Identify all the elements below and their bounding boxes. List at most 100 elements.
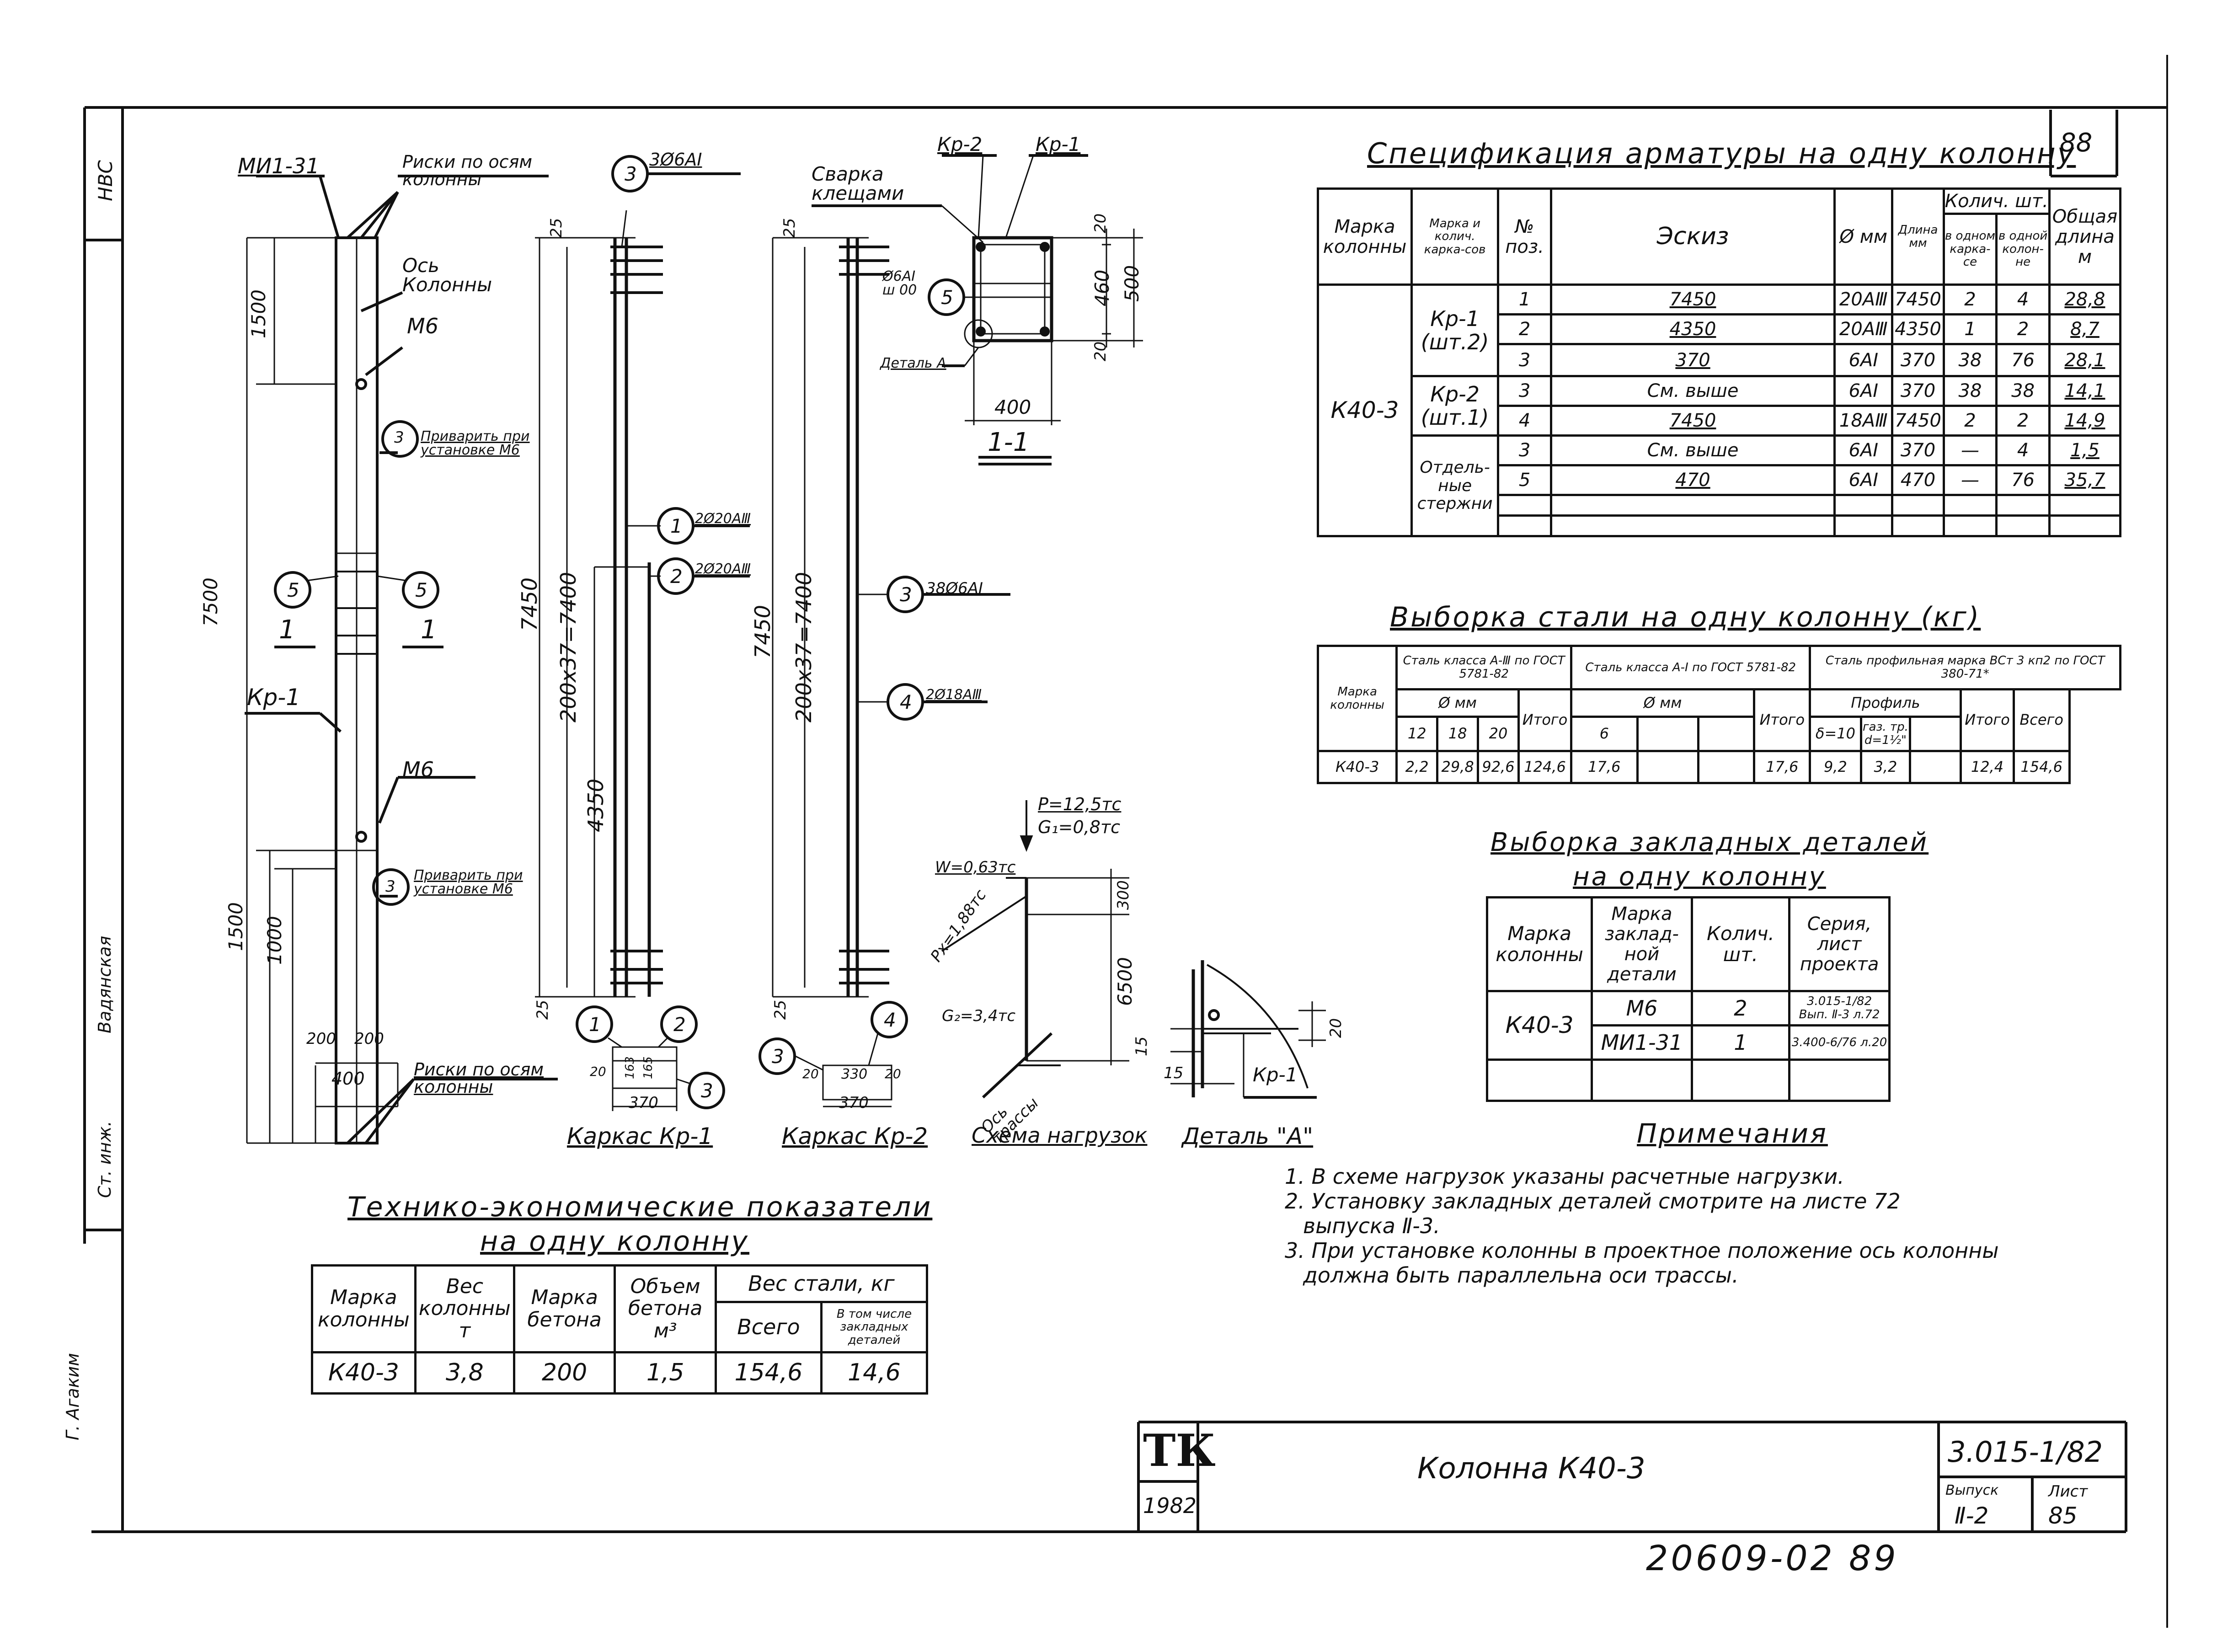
spec-row2-phi: 20АⅢ	[1833, 313, 1894, 345]
dim-400-sec: 400	[994, 396, 1031, 418]
title-karkas-kr1: Каркас Кр-1	[567, 1123, 713, 1149]
label-kp2-sec: Кр-2	[937, 133, 983, 155]
embed-h-marka: Марка колонны	[1485, 896, 1593, 992]
spec-h-pos: № поз.	[1497, 187, 1552, 286]
callout-3-a: 3	[394, 428, 404, 447]
dim-25-bottom-kr2: 25	[771, 1000, 790, 1020]
label-kp1-col: Кр-1	[247, 684, 301, 711]
spec-row6-c: 4	[1995, 434, 2051, 466]
spec-row6-pos: 3	[1497, 434, 1552, 466]
label-os-kolonny: Ось Колонны	[402, 254, 492, 296]
spec-row4-k: 38	[1942, 375, 1998, 407]
spec-row6-len: 370	[1891, 434, 1945, 466]
spec-col-mark: К40-3	[1316, 283, 1413, 537]
dim-20-kr2-b: 20	[885, 1066, 901, 1081]
label-svarka: Сварка клещами	[812, 163, 904, 204]
tep-h-beton: Марка бетона	[513, 1264, 616, 1353]
spec-row5-eskiz: 7450	[1549, 405, 1836, 437]
label-m6-top: М6	[407, 314, 438, 338]
spec-row7-k: —	[1942, 464, 1998, 496]
spec-h-qty-col: в одной колон-не	[1995, 213, 2051, 286]
dim-200x37-kr2: 200х37=7400	[791, 572, 816, 722]
tep-h-marka: Марка колонны	[311, 1264, 417, 1353]
steel-h-18: 18	[1436, 716, 1480, 752]
spec-row4-total: 14,1	[2048, 375, 2122, 407]
steel-h-a3: Сталь класса А-Ⅲ по ГОСТ 5781-82	[1395, 645, 1573, 690]
embed-row1-series: 3.015-1/82 Вып. Ⅱ-3 л.72	[1788, 990, 1891, 1026]
dim-163: 163	[623, 1056, 637, 1079]
steel-h-profil: Профиль	[1809, 688, 1962, 718]
spec-h-eskiz: Эскиз	[1549, 187, 1836, 286]
spec-h-marka: Марка колонны	[1316, 187, 1413, 286]
spec-row3-c: 76	[1995, 343, 2051, 377]
spec-row1-phi: 20АⅢ	[1833, 283, 1894, 315]
steel-h-20: 20	[1477, 716, 1520, 752]
callout-1: 1	[670, 515, 683, 537]
embed-h-series: Серия, лист проекта	[1788, 896, 1891, 992]
spec-row7-total: 35,7	[2048, 464, 2122, 496]
spec-row4-phi: 6АI	[1833, 375, 1894, 407]
dim-7450-kr1: 7450	[517, 577, 542, 631]
dim-20-kr1: 20	[590, 1064, 606, 1079]
steel-row-g: 3,2	[1859, 750, 1912, 784]
tep-title1: Технико-экономические показатели	[347, 1191, 933, 1223]
label-2f18: 2Ø18АⅢ	[926, 687, 982, 703]
steel-h-12: 12	[1395, 716, 1439, 752]
dim-25-top-kr1: 25	[547, 218, 566, 238]
steel-row-20: 92,6	[1477, 750, 1520, 784]
spec-row3-k: 38	[1942, 343, 1998, 377]
embed-h-qty: Колич. шт.	[1690, 896, 1791, 992]
note-2-cont: выпуска Ⅱ-3.	[1303, 1214, 1440, 1238]
spec-row2-k: 1	[1942, 313, 1998, 345]
steel-h-vsego: Всего	[2012, 688, 2071, 752]
spec-h-phi: Ø мм	[1833, 187, 1894, 286]
spec-group-sep: Отдель-ные стержни	[1410, 434, 1500, 537]
embed-mark: К40-3	[1485, 990, 1593, 1061]
embed-row1-qty: 2	[1690, 990, 1791, 1026]
dim-20-detal: 20	[1327, 1018, 1345, 1038]
spec-row5-total: 14,9	[2048, 405, 2122, 437]
dim-25-top-kr2: 25	[780, 218, 799, 238]
spec-h-qty: Колич. шт.	[1942, 187, 2051, 215]
spec-row1-total: 28,8	[2048, 283, 2122, 315]
embed-title1: Выборка закладных деталей	[1490, 828, 1929, 857]
tep-h-zakl: В том числе закладных деталей	[820, 1301, 929, 1353]
spec-table: Марка колонны Марка и колич. карка-сов №…	[1316, 187, 2122, 537]
tep-row-vsego: 154,6	[714, 1351, 823, 1395]
stamp-year: 1982	[1143, 1493, 1197, 1518]
stamp-h-vyp: Выпуск	[1945, 1482, 1999, 1498]
tep-row-obem: 1,5	[614, 1351, 717, 1395]
dim-200-right: 200	[354, 1030, 384, 1048]
section-mark-1b: 1	[421, 615, 437, 645]
dim-6500: 6500	[1114, 957, 1136, 1006]
spec-group-kr1: Кр-1 (шт.2)	[1410, 283, 1500, 377]
label-detal-a-sec: Деталь А	[880, 355, 946, 371]
tep-row-ves: 3,8	[414, 1351, 515, 1395]
callout-2-sec: 2	[673, 1013, 686, 1036]
steel-row-it1: 124,6	[1517, 750, 1573, 784]
spec-row6-phi: 6АI	[1833, 434, 1894, 466]
load-w: W=0,63тс	[935, 858, 1016, 877]
stamp-vyp: Ⅱ-2	[1955, 1502, 1989, 1529]
callout-2: 2	[670, 565, 683, 588]
spec-row7-len: 470	[1891, 464, 1945, 496]
embed-h-zakl: Марка заклад-ной детали	[1591, 896, 1693, 992]
dim-300: 300	[1114, 880, 1133, 910]
spec-row3-eskiz: 370	[1549, 343, 1836, 377]
spec-row6-k: —	[1942, 434, 1998, 466]
dim-330: 330	[841, 1066, 868, 1082]
label-m6-bottom: М6	[402, 757, 434, 782]
steel-row-d: 9,2	[1809, 750, 1862, 784]
spec-row7-pos: 5	[1497, 464, 1552, 496]
spec-row6-eskiz: См. выше	[1549, 434, 1836, 466]
embed-row2-detail: МИ1-31	[1591, 1024, 1693, 1061]
spec-row2-len: 4350	[1891, 313, 1945, 345]
spec-h-total: Общая длина м	[2048, 187, 2122, 286]
spec-row3-pos: 3	[1497, 343, 1552, 377]
stamp-list: 85	[2048, 1502, 2078, 1529]
spec-row2-pos: 2	[1497, 313, 1552, 345]
load-g2: G₂=3,4тс	[942, 1007, 1016, 1025]
spec-row7-c: 76	[1995, 464, 2051, 496]
callout-1-sec: 1	[589, 1013, 601, 1036]
bottom-number: 20609-02 89	[1646, 1538, 1899, 1578]
